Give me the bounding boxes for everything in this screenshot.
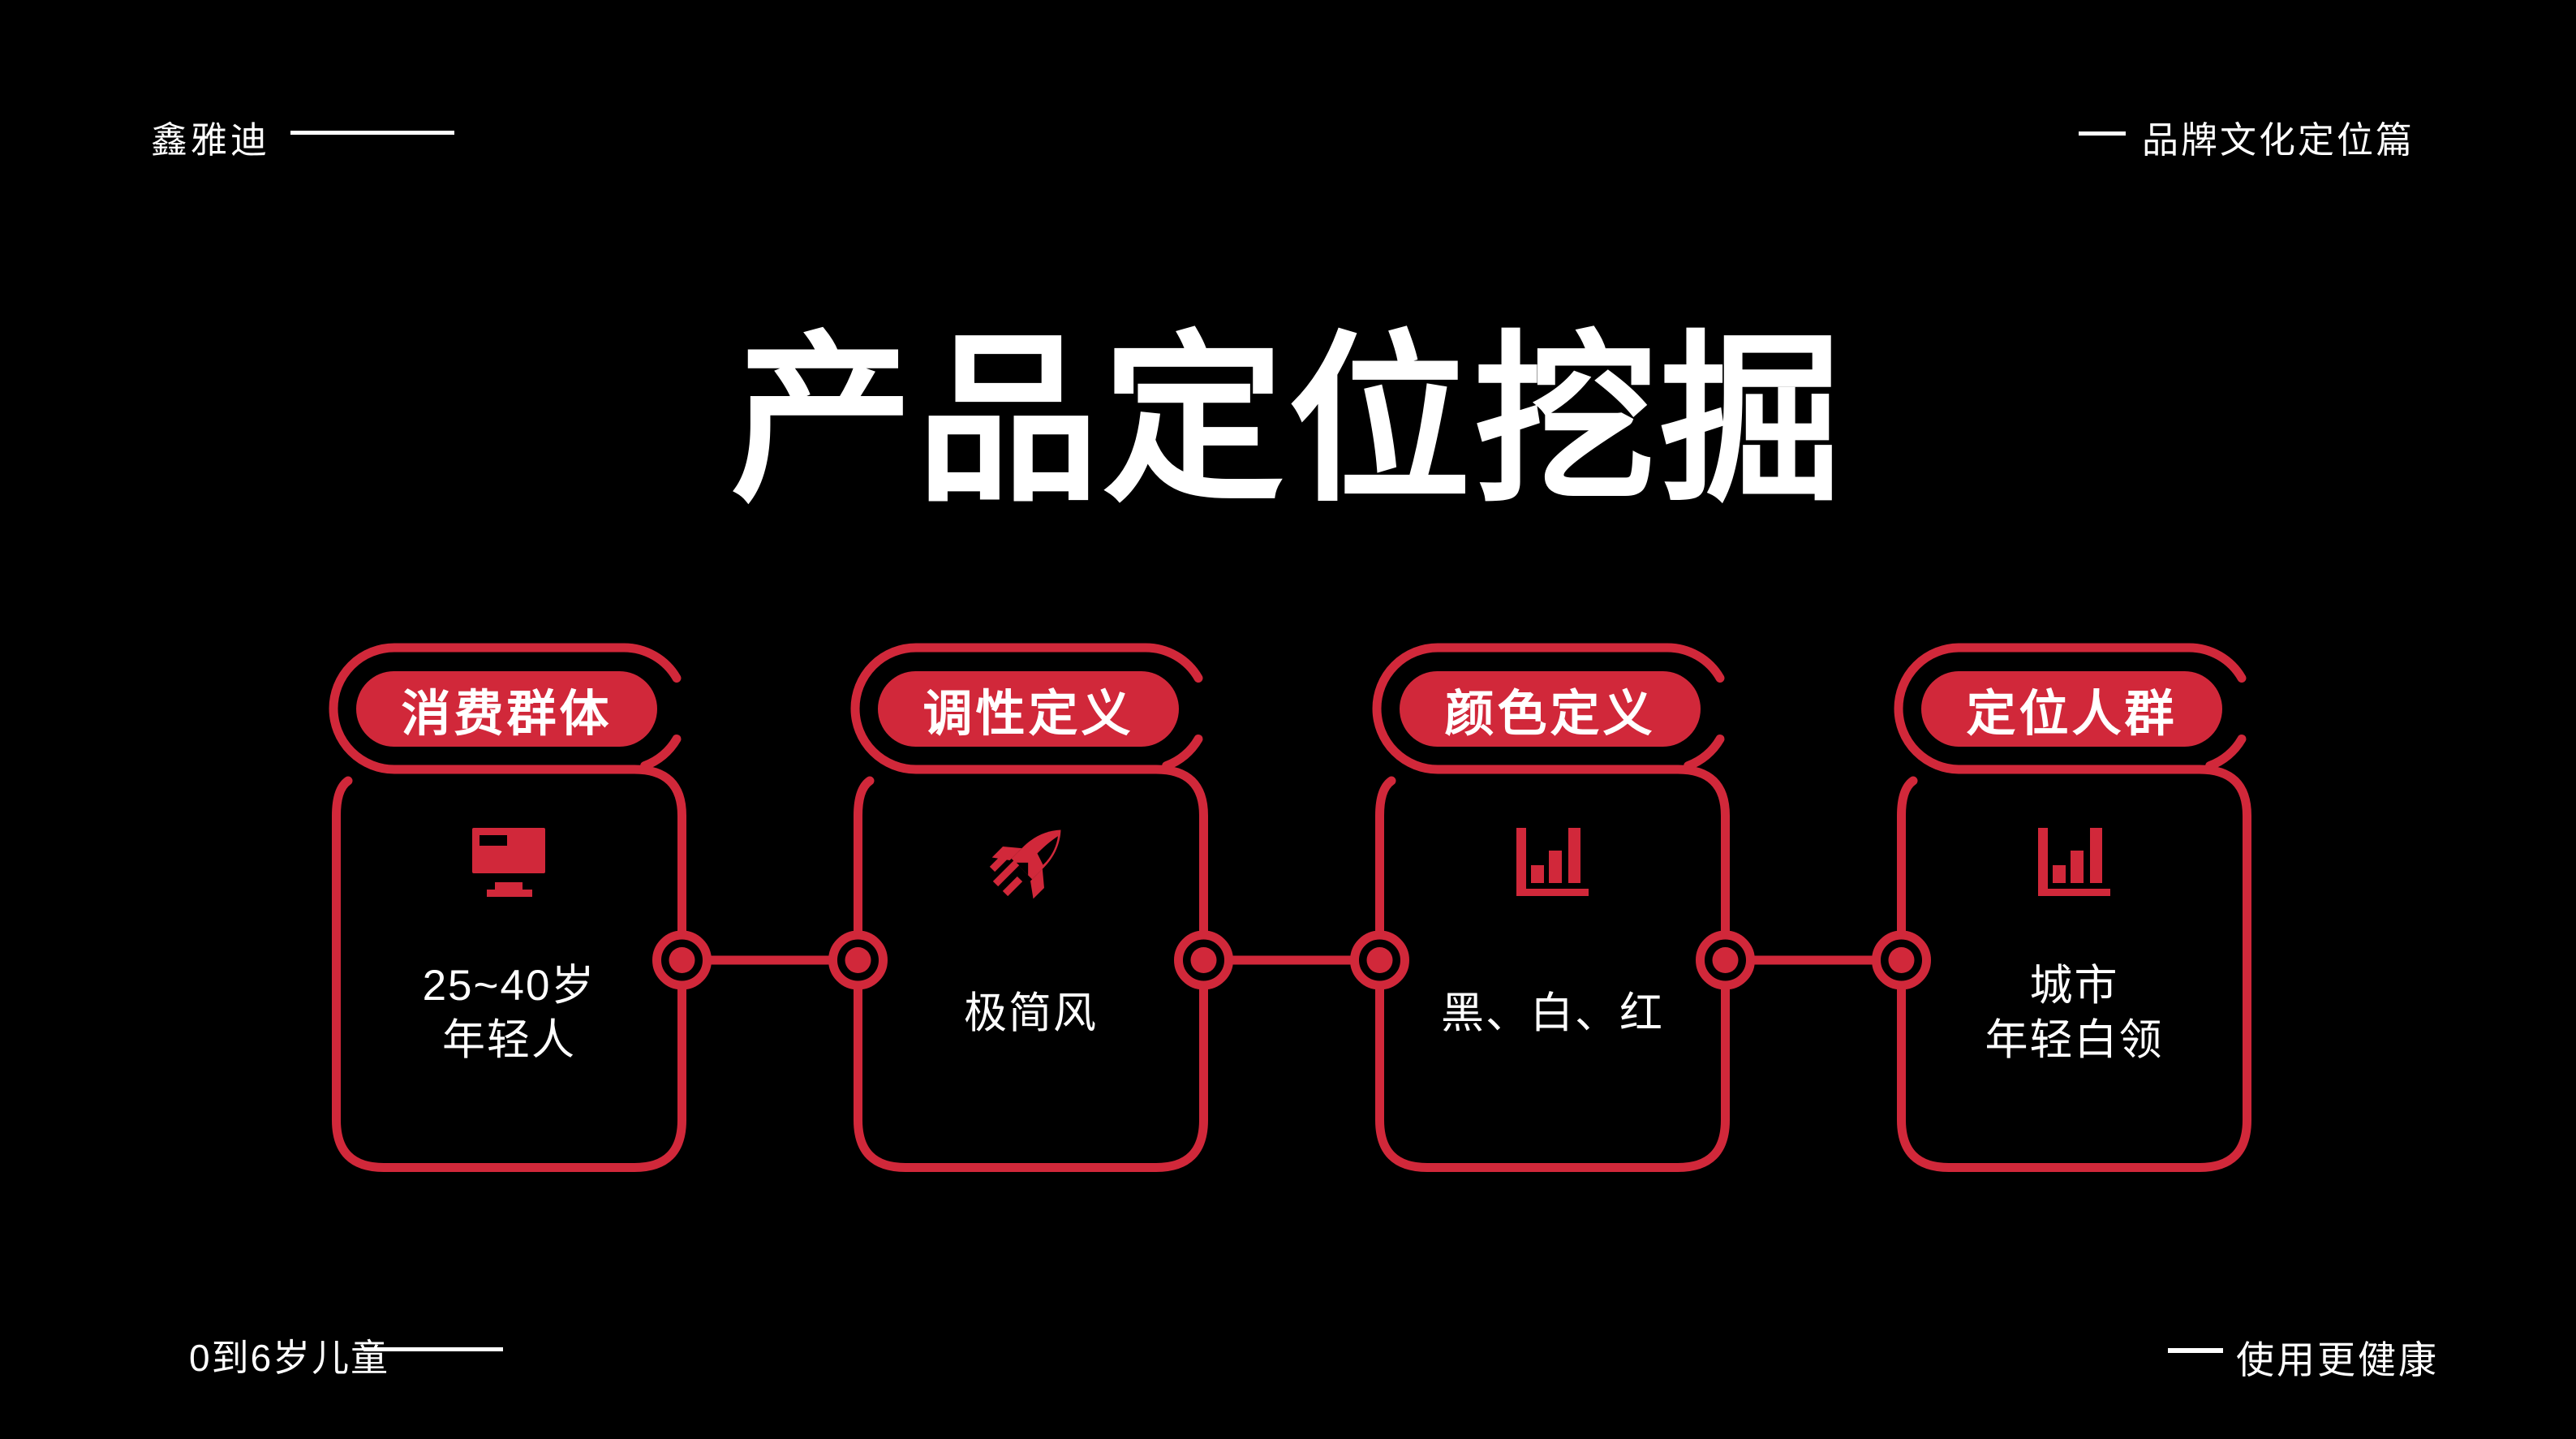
page-title: 产品定位挖掘	[730, 318, 1846, 523]
card-text-line: 城市	[2029, 962, 2119, 1010]
card-pill-label: 消费群体	[401, 686, 613, 741]
card-pill-label: 调性定义	[922, 686, 1134, 741]
card-pill: 消费群体	[356, 671, 657, 747]
card-outline	[329, 643, 686, 1172]
card-group-tone: 调性定义 极简风	[850, 641, 1208, 1177]
card-pill: 调性定义	[878, 671, 1179, 747]
section-tag: 品牌文化定位篇	[2142, 119, 2415, 161]
connector-node	[828, 930, 888, 990]
connector-node	[652, 930, 712, 990]
card-pill: 颜色定义	[1400, 671, 1701, 747]
card-body-text: 极简风	[854, 944, 1208, 1082]
card-text-line: 黑、白、红	[1441, 989, 1664, 1037]
card-text-line: 年轻白领	[1985, 1016, 2164, 1064]
monitor-icon	[472, 828, 545, 897]
connector-node	[1872, 930, 1931, 990]
card-outline	[850, 643, 1208, 1172]
brand-underline	[290, 131, 454, 135]
card-text-line: 极简风	[964, 989, 1098, 1037]
card-group-audience: 定位人群 城市 年轻白领	[1894, 641, 2251, 1177]
footer-right-label: 使用更健康	[2236, 1338, 2439, 1381]
footer-left-label: 0到6岁儿童	[189, 1337, 390, 1379]
card-group-consumer: 消费群体 25~40岁 年轻人	[329, 641, 686, 1177]
brand-name: 鑫雅迪	[151, 119, 271, 161]
footer-right-dash	[2168, 1348, 2223, 1353]
card-pill-label: 颜色定义	[1444, 686, 1656, 741]
card-body-text: 黑、白、红	[1375, 944, 1730, 1082]
bar-chart-icon	[1516, 828, 1589, 896]
section-tag-dash	[2079, 131, 2126, 136]
card-text-line: 25~40岁	[422, 962, 596, 1010]
card-text-line: 年轻人	[442, 1016, 576, 1064]
connector-node	[1696, 930, 1755, 990]
rocket-icon	[989, 829, 1061, 899]
card-group-color: 颜色定义 黑、白、红	[1372, 641, 1730, 1177]
card-pill-label: 定位人群	[1966, 686, 2178, 741]
connector-node	[1174, 930, 1233, 990]
bar-chart-icon	[2038, 828, 2110, 896]
card-pill: 定位人群	[1921, 671, 2222, 747]
footer-left-line	[363, 1347, 503, 1351]
card-body-text: 25~40岁 年轻人	[332, 944, 686, 1082]
card-outline	[1894, 643, 2251, 1172]
card-body-text: 城市 年轻白领	[1897, 944, 2251, 1082]
card-outline	[1372, 643, 1730, 1172]
connector-node	[1350, 930, 1409, 990]
